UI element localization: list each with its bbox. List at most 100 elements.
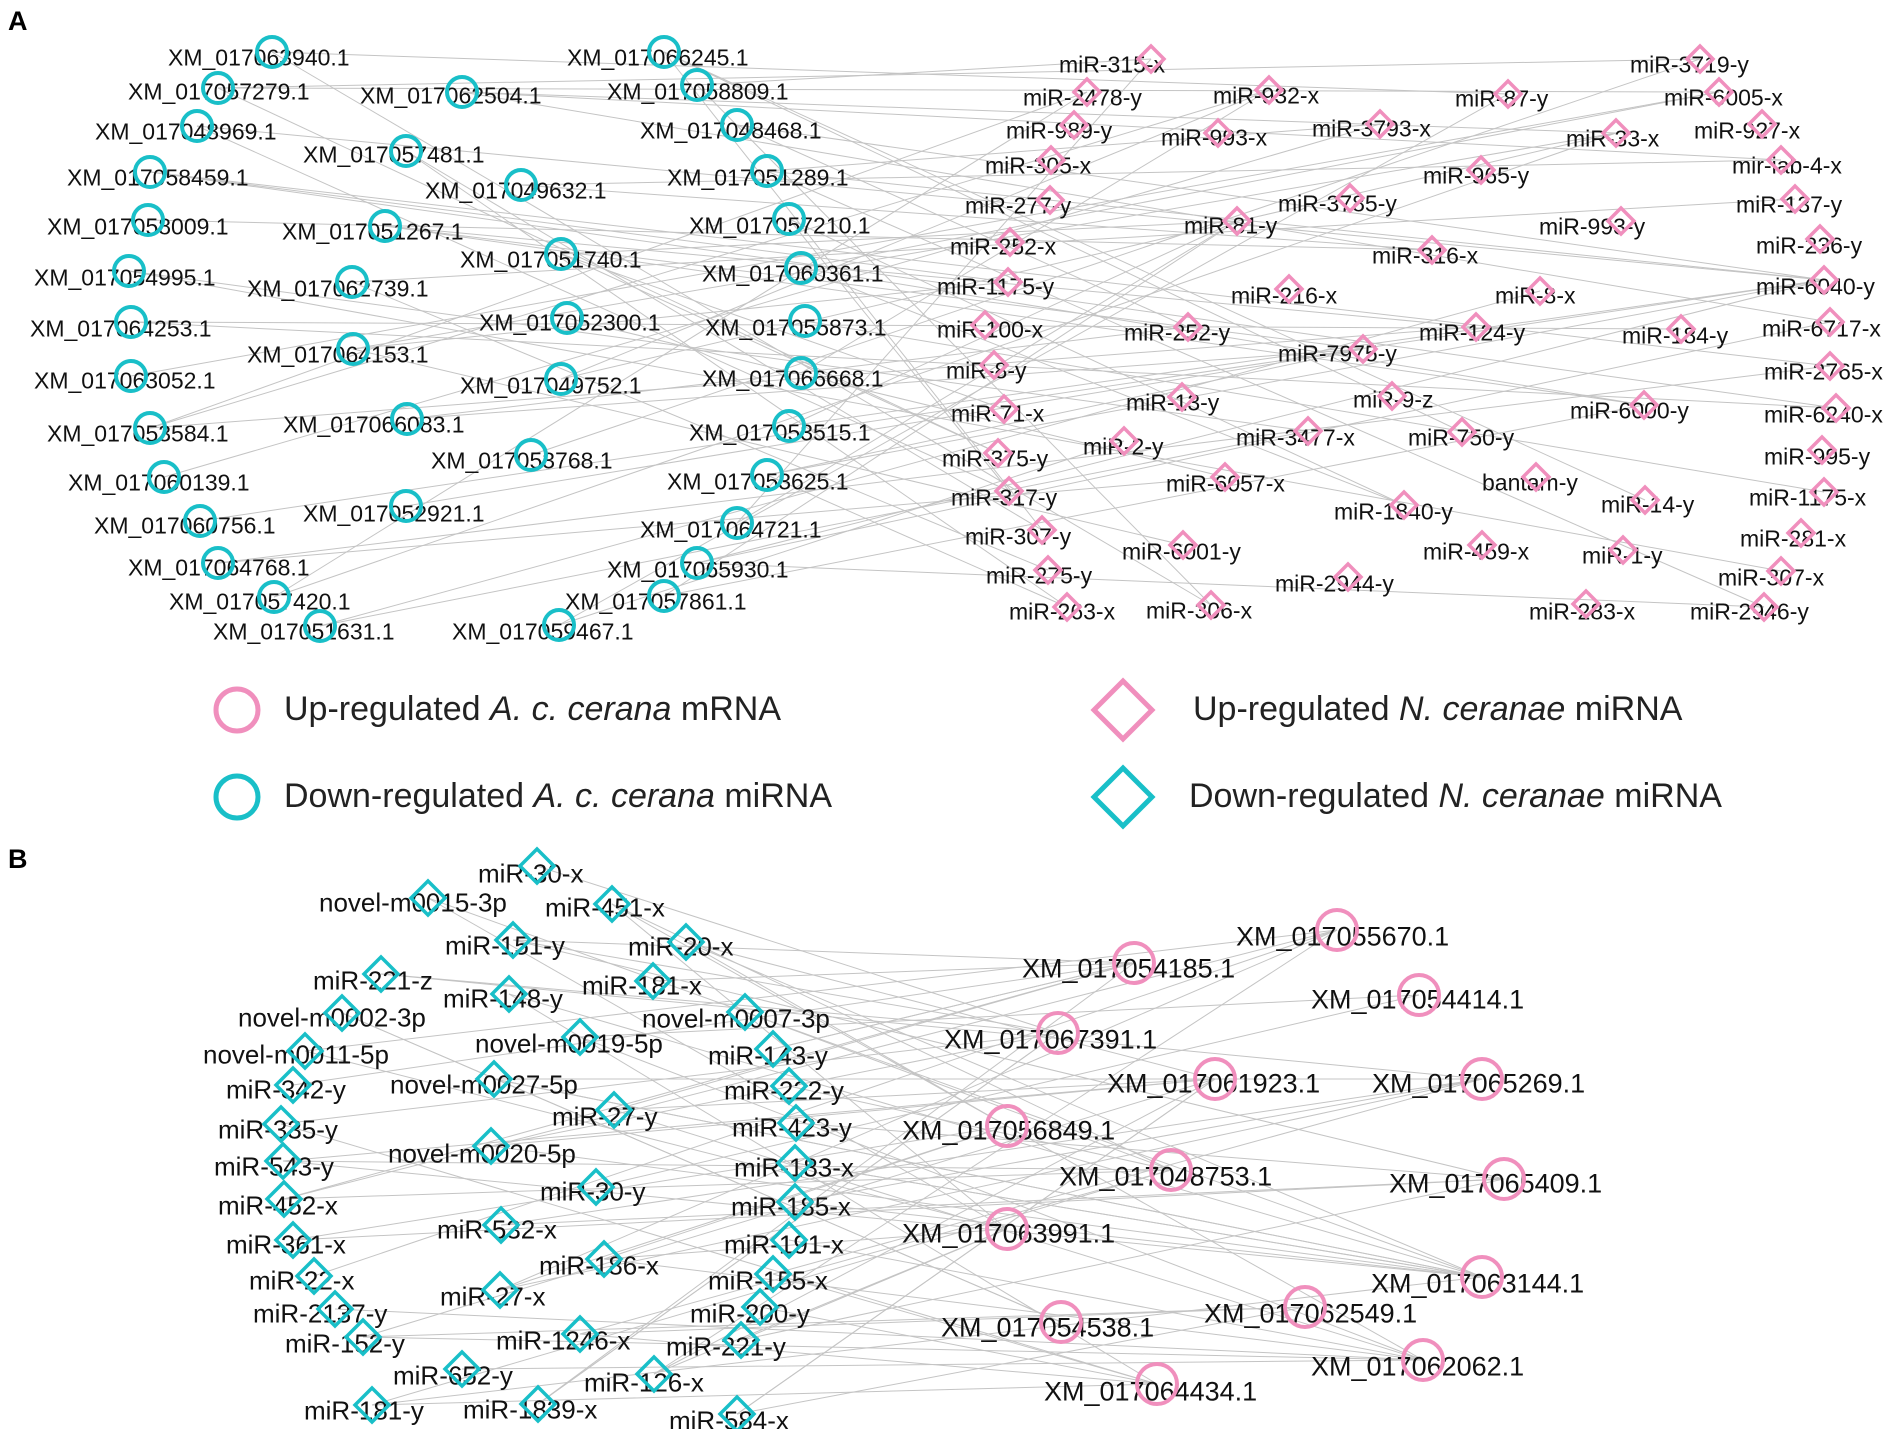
mirna-node: miR-2944-y: [1275, 561, 1394, 596]
mirna-node: miR-87-y: [1455, 78, 1549, 111]
mirna-node: miR-451-x: [545, 884, 665, 924]
node-diamond: [480, 1270, 520, 1310]
mirna-node: miR-1840-y: [1334, 489, 1453, 524]
node-circle: [257, 580, 291, 614]
panel-b-edge: [490, 1145, 1483, 1278]
node-diamond: [1166, 381, 1198, 413]
node-diamond: [1804, 223, 1836, 255]
mirna-node: miR-375-y: [942, 437, 1049, 471]
mirna-node: miR-652-y: [393, 1349, 513, 1390]
node-label: XM_017051289.1: [667, 164, 849, 190]
node-diamond: [1209, 461, 1241, 493]
node-diamond: [518, 1384, 558, 1424]
mirna-node: novel-m0027-5p: [390, 1059, 578, 1099]
panel-a-edge: [788, 218, 1010, 492]
panel-b-edge: [362, 1306, 1306, 1338]
node-label: miR-315-x: [1059, 51, 1166, 77]
mirna-node: miR-1839-x: [463, 1384, 597, 1424]
node-circle: [389, 134, 423, 168]
mrna-node: XM_017051631.1: [213, 609, 395, 644]
node-diamond: [1684, 43, 1716, 75]
node-diamond: [594, 1090, 634, 1130]
mrna-node: XM_017065409.1: [1389, 1157, 1602, 1201]
node-circle: [335, 265, 369, 299]
mirna-node: miR-361-x: [226, 1220, 346, 1260]
panel-b-edge: [490, 1078, 1216, 1147]
panel-a-edge: [766, 170, 1765, 608]
node-diamond: [1820, 392, 1852, 424]
mirna-node: novel-m0002-3p: [238, 993, 426, 1033]
panel-b-edge: [685, 941, 1483, 1278]
mirna-node: miR-335-y: [218, 1104, 338, 1144]
node-circle: [544, 237, 578, 271]
panel-a-edge: [560, 220, 1238, 255]
node-circle: [1112, 941, 1156, 985]
node-diamond: [584, 1239, 624, 1279]
panel-a-edge: [273, 91, 1088, 598]
panel-a-edge: [800, 267, 1645, 406]
mirna-node: miR-1-y: [1582, 534, 1663, 568]
mrna-node: XM_017059467.1: [452, 608, 634, 644]
node-label: miR-307-y: [965, 523, 1072, 549]
mirna-node: miR-6040-y: [1756, 264, 1875, 299]
node-label: miR-151-y: [445, 930, 565, 960]
panel-a-edge: [130, 321, 1682, 330]
node-label: XM_017063991.1: [902, 1219, 1115, 1249]
node-diamond: [1607, 534, 1639, 566]
mrna-node: XM_017051289.1: [667, 154, 849, 190]
panel-a-edge: [696, 562, 1765, 608]
mrna-node: XM_017065930.1: [607, 546, 789, 582]
node-circle: [772, 202, 806, 236]
mirna-node: novel-m0007-3p: [642, 992, 830, 1033]
legend-circle-icon: [213, 686, 261, 734]
panel-a-edge: [351, 281, 1049, 571]
panel-b-edge: [794, 1078, 1483, 1203]
node-label: miR-6057-x: [1166, 470, 1285, 496]
node-circle: [133, 411, 167, 445]
node-label: miR-1175-x: [1749, 484, 1867, 510]
node-circle: [368, 209, 402, 243]
panel-b-edge: [380, 973, 1059, 1034]
mirna-node: miR-22-x: [249, 1256, 354, 1296]
node-circle: [1397, 973, 1441, 1017]
node-circle: [147, 460, 181, 494]
mirna-node: miR-6000-y: [1570, 389, 1689, 423]
mirna-node: miR-181-y: [304, 1385, 424, 1425]
node-diamond: [1465, 154, 1497, 186]
node-diamond: [1600, 117, 1632, 149]
node-circle: [201, 71, 235, 105]
panel-a-edge: [217, 58, 1701, 89]
mrna-node: XM_017062739.1: [247, 265, 429, 301]
legend-item: Down-regulated A. c. cerana miRNA: [213, 773, 832, 821]
node-circle: [112, 254, 146, 288]
mrna-node: XM_017057861.1: [565, 579, 747, 614]
node-label: XM_017051740.1: [460, 246, 642, 272]
mrna-node: XM_017058459.1: [67, 155, 249, 190]
panel-a-edge: [800, 91, 1720, 269]
panel-a-edge: [149, 326, 1477, 429]
panel-b-edge: [736, 1078, 1216, 1415]
node-label: miR-100-x: [937, 316, 1044, 342]
mirna-node: miR-236-y: [1756, 223, 1863, 258]
mrna-node: XM_017053625.1: [667, 458, 849, 494]
node-diamond: [969, 309, 1001, 341]
mirna-node: miR-281-x: [1740, 517, 1847, 551]
node-diamond: [1814, 306, 1846, 338]
mrna-node: XM_017062549.1: [1204, 1285, 1417, 1329]
node-label: miR-6001-y: [1122, 538, 1241, 564]
node-diamond: [1388, 489, 1420, 521]
mirna-node: miR-252-y: [1124, 311, 1231, 345]
node-circle: [1135, 1362, 1179, 1406]
node-label: miR-263-x: [1009, 598, 1116, 624]
node-circle: [1482, 1157, 1526, 1201]
panel-a-edge: [271, 51, 1212, 606]
node-circle: [504, 168, 538, 202]
mirna-node: miR-33-x: [1566, 117, 1660, 151]
mirna-node: miR-6005-x: [1664, 76, 1783, 110]
node-label: miR-306-x: [1146, 597, 1253, 623]
panel-a-edge: [663, 220, 1238, 597]
node-diamond: [982, 437, 1014, 469]
panel-a-edge: [128, 270, 1309, 432]
node-label: miR-375-y: [942, 445, 1049, 471]
